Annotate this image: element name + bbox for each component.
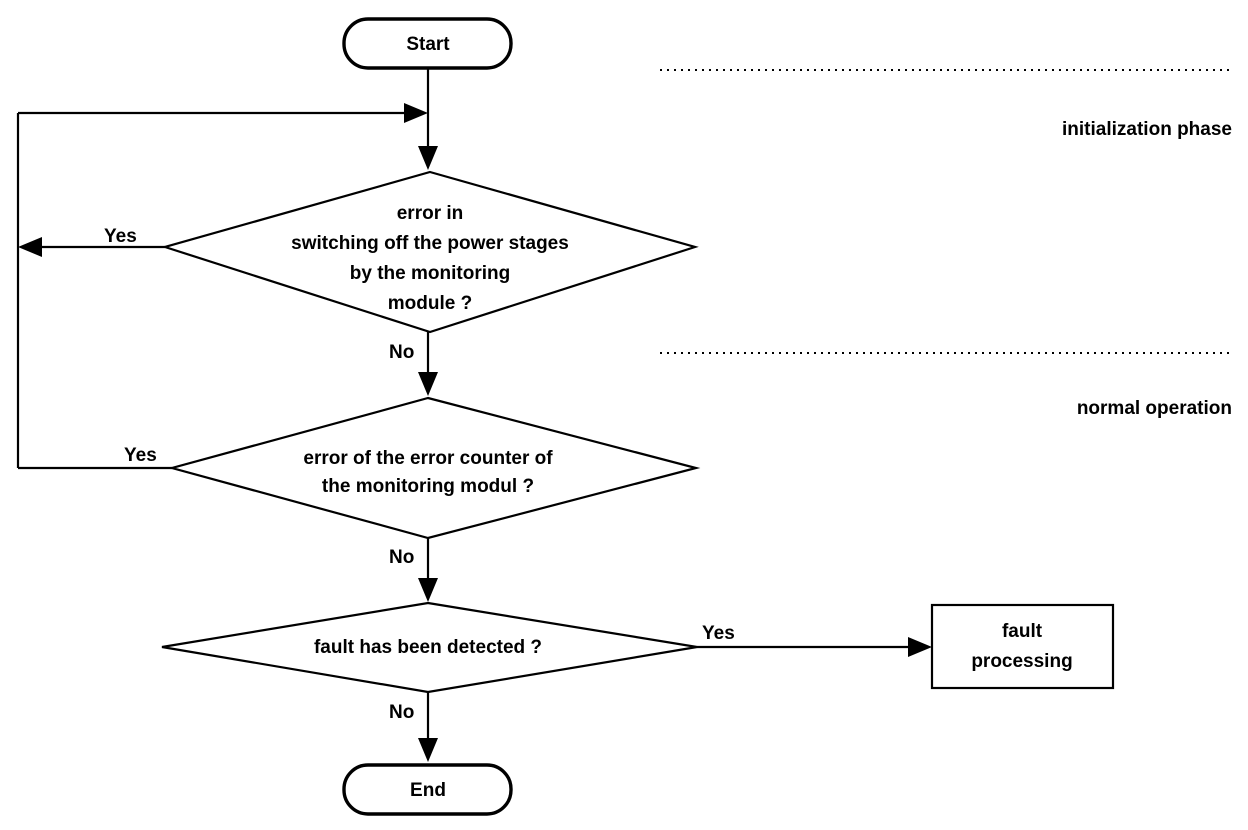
node-fault-processing-line1: fault xyxy=(1002,621,1043,642)
node-decision-switch-off-line2: switching off the power stages xyxy=(291,233,569,254)
edge-label-switch-off-no: No xyxy=(389,342,414,363)
edge-label-switch-off-yes: Yes xyxy=(104,226,137,247)
arrow-head-into-decision-switch-off xyxy=(418,146,438,170)
node-decision-fault-detected-line1: fault has been detected ? xyxy=(314,637,542,658)
arrow-head-into-end xyxy=(418,738,438,762)
phase-label-normal-operation: normal operation xyxy=(1077,398,1232,419)
node-decision-error-counter-line2: the monitoring modul ? xyxy=(322,476,534,497)
arrow-head-into-decision-fault-detected xyxy=(418,578,438,602)
arrow-head-switch-off-yes xyxy=(18,237,42,257)
node-decision-switch-off-line1: error in xyxy=(397,203,464,224)
node-end[interactable] xyxy=(342,763,513,816)
node-fault-processing-line2: processing xyxy=(971,651,1072,672)
arrow-head-into-fault-processing xyxy=(908,637,932,657)
edge-label-error-counter-no: No xyxy=(389,547,414,568)
node-decision-error-counter-line1: error of the error counter of xyxy=(303,448,553,469)
node-decision-switch-off[interactable] xyxy=(161,170,699,334)
arrow-head-loop-rejoin xyxy=(404,103,428,123)
arrow-head-into-decision-error-counter xyxy=(418,372,438,396)
node-decision-switch-off-line4: module ? xyxy=(388,293,472,314)
node-end-label: End xyxy=(410,780,446,801)
edge-label-fault-detected-yes: Yes xyxy=(702,623,735,644)
node-decision-switch-off-line3: by the monitoring xyxy=(350,263,510,284)
edge-label-error-counter-yes: Yes xyxy=(124,445,157,466)
edge-label-fault-detected-no: No xyxy=(389,702,414,723)
node-fault-processing[interactable] xyxy=(930,603,1115,690)
phase-label-initialization: initialization phase xyxy=(1062,119,1232,140)
node-start-label: Start xyxy=(406,34,450,55)
